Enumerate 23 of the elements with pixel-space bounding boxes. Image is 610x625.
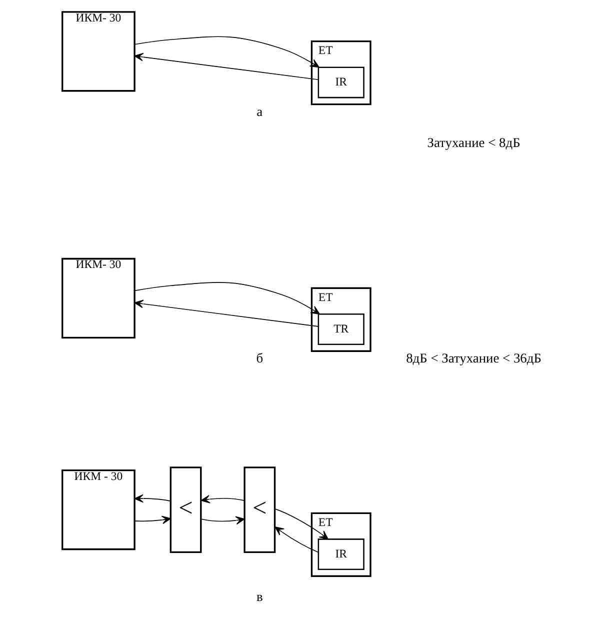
label: в bbox=[256, 589, 263, 604]
label: Затухание < 8дБ bbox=[427, 134, 520, 150]
node-box: TR bbox=[318, 314, 364, 346]
arrow bbox=[134, 52, 319, 80]
node-box: ИКМ- 30 bbox=[62, 258, 136, 339]
node-box: ИКМ- 30 bbox=[62, 11, 136, 92]
arrow bbox=[200, 516, 245, 525]
label: а bbox=[256, 104, 263, 119]
arrow bbox=[274, 508, 328, 540]
arrow bbox=[134, 516, 172, 524]
arrow bbox=[134, 300, 319, 327]
node-box: IR bbox=[318, 538, 364, 570]
arrow bbox=[200, 495, 245, 504]
node-box: IR bbox=[318, 66, 364, 98]
arrow bbox=[134, 36, 320, 68]
arrow bbox=[274, 526, 319, 553]
node-box: < bbox=[244, 466, 276, 554]
arrow bbox=[134, 494, 172, 503]
arrow bbox=[134, 282, 320, 314]
node-box: ИКМ - 30 bbox=[62, 470, 136, 550]
node-box: < bbox=[170, 466, 202, 554]
label: б bbox=[256, 350, 264, 366]
label: 8дБ < Затухание < 36дБ bbox=[406, 350, 542, 366]
